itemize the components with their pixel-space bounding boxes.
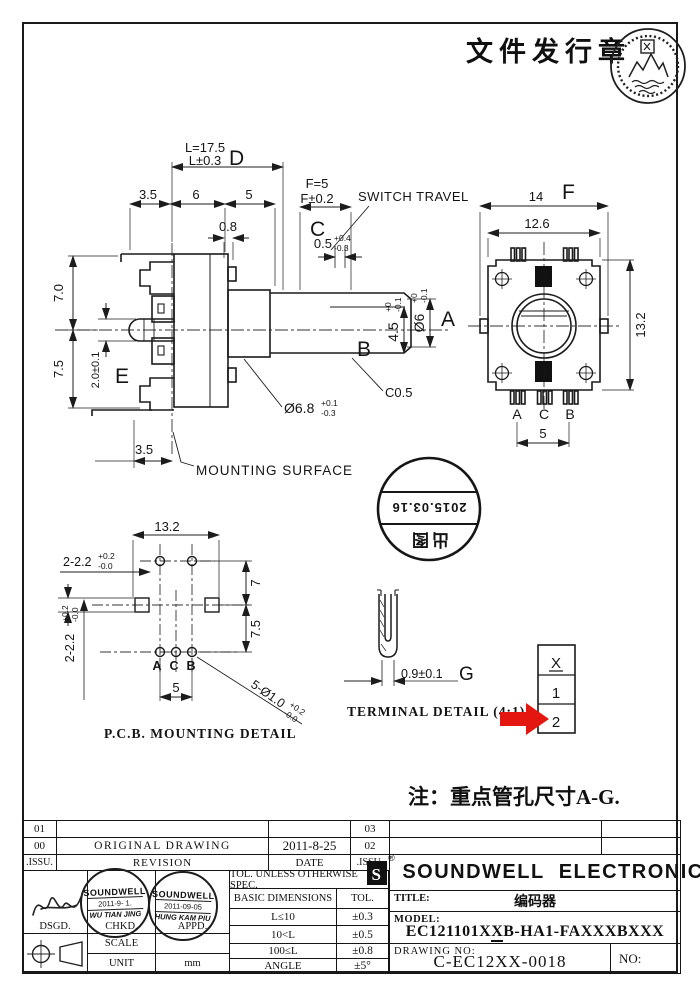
unit-value: mm (155, 953, 230, 974)
company-name-2: ELECTRONIC (558, 861, 700, 883)
registered-mark: ® (388, 853, 397, 863)
tol-col1: BASIC DIMENSIONS (229, 888, 337, 909)
title-cell: TITLE: 编码器 (389, 890, 681, 912)
designed-cell: DSGD. (22, 870, 88, 934)
rev-no: 00 (22, 837, 57, 855)
company-name-1: SOUNDWELL (402, 861, 545, 883)
rev-extra (389, 837, 602, 855)
signature (32, 896, 82, 916)
stamp-name: WU TIAN JING (89, 909, 142, 920)
svg-text:S: S (372, 865, 383, 884)
tol-val: ±5° (336, 958, 389, 974)
tol-dim: ANGLE (229, 958, 337, 974)
tol-val: ±0.3 (336, 908, 389, 926)
tol-dim: 100≤L (229, 943, 337, 959)
stamp-name: HUNG KAM PIU (154, 912, 211, 923)
rev-no2: 03 (350, 820, 390, 838)
title-value: 编码器 (514, 895, 556, 910)
rev-extra (601, 820, 681, 838)
rev-date (268, 820, 351, 838)
title-label: TITLE: (394, 893, 430, 904)
issuance-stamp-text: 文件发行章 (466, 37, 631, 67)
projection-cell (22, 933, 88, 974)
model-label: MODEL: (394, 914, 441, 925)
rev-desc (56, 820, 269, 838)
tol-dim: L≤10 (229, 908, 337, 926)
soundwell-logo-icon: S ® (366, 853, 395, 886)
note-text: 注：重点管孔尺寸A-G. (408, 785, 620, 809)
dsgd-label: DSGD. (39, 921, 71, 932)
no-cell: NO: (610, 943, 681, 974)
drawing-no-label: DRAWING NO: (394, 946, 476, 957)
rev-extra (601, 837, 681, 855)
model-cell: MODEL: EC121101XXB-HA1-FAXXXBXXX (389, 911, 681, 944)
rev-no: 01 (22, 820, 57, 838)
tol-dim: 10<L (229, 925, 337, 944)
tol-val: ±0.8 (336, 943, 389, 959)
rev-date: 2011-8-25 (268, 837, 351, 855)
unit-label: UNIT (87, 953, 156, 974)
tol-header: TOL. UNLESS OTHERWISE SPEC. (229, 869, 389, 891)
sheet-border (22, 22, 678, 973)
rev-extra (389, 820, 602, 838)
drawing-no-value: C-EC12XX-0018 (433, 951, 567, 971)
chkd-label: CHKD. (105, 921, 138, 932)
rev-header-no: .ISSU. (22, 854, 57, 871)
appd-label: APPD. (177, 921, 208, 932)
company-cell: S ® SOUNDWELL ELECTRONIC (367, 853, 700, 891)
third-angle-projection-icon (27, 939, 83, 968)
tol-col2: TOL. (336, 888, 389, 909)
rev-no2: 02 (350, 837, 390, 855)
drawing-no-cell: DRAWING NO: C-EC12XX-0018 (389, 943, 611, 974)
tol-val: ±0.5 (336, 925, 389, 944)
model-value: EC121101XXB-HA1-FAXXXBXXX (405, 922, 665, 942)
rev-desc: ORIGINAL DRAWING (56, 837, 269, 855)
